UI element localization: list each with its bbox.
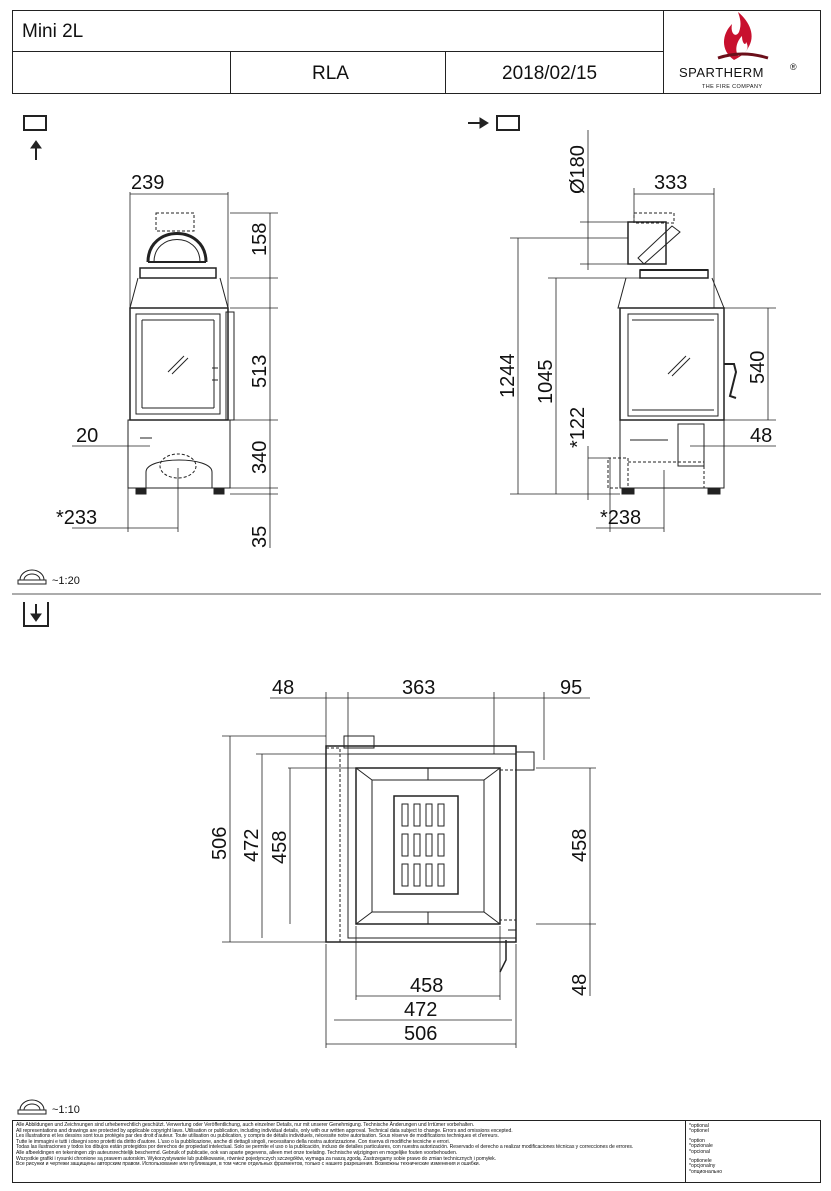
dim-side-door-top-height: 1045 xyxy=(535,360,557,405)
dim-plan-bottom-506: 506 xyxy=(404,1023,437,1045)
dim-side-inlet-height: *122 xyxy=(567,407,589,448)
legal-line: All representations and drawings are pro… xyxy=(16,1127,513,1134)
scale-icon-plan xyxy=(17,1099,47,1115)
side-view: Ø180 333 1244 1045 540 *122 48 *238 xyxy=(497,130,776,532)
optional-label: *option xyxy=(689,1137,705,1144)
optional-label: *optionel xyxy=(689,1128,709,1135)
brand-name: SPARTHERM xyxy=(679,65,764,80)
optional-label: *opzionale xyxy=(689,1143,713,1150)
variant-code: RLA xyxy=(312,63,349,84)
scale-icon xyxy=(17,569,47,585)
dim-plan-top-left: 48 xyxy=(272,677,294,699)
dim-front-bottom-offset: *233 xyxy=(56,507,97,529)
dim-plan-top-right: 95 xyxy=(560,677,582,699)
dim-side-total-height: 1244 xyxy=(497,354,519,399)
dim-plan-depth-458: 458 xyxy=(269,831,291,864)
scale-elevation: ~1:20 xyxy=(52,575,80,587)
optional-label: *optionele xyxy=(689,1158,712,1165)
dim-plan-right-48: 48 xyxy=(569,974,591,996)
dim-side-offset: 48 xyxy=(750,425,772,447)
optional-label: *опционально xyxy=(689,1168,723,1175)
flame-logo-icon xyxy=(717,12,769,60)
dim-front-base-height: 340 xyxy=(249,441,271,474)
legal-line: Todas las ilustraciones y todos los dibu… xyxy=(16,1144,634,1151)
drawing-date: 2018/02/15 xyxy=(502,63,598,84)
legal-line: Все рисунки и чертежи защищены авторским… xyxy=(16,1161,480,1168)
dim-front-flue-height: 158 xyxy=(249,223,271,256)
dim-plan-bottom-458: 458 xyxy=(410,975,443,997)
dim-front-foot-height: 35 xyxy=(249,526,271,548)
registered-mark: ® xyxy=(790,62,797,72)
dim-side-door-height: 540 xyxy=(747,351,769,384)
front-view: 239 158 513 20 340 *233 35 xyxy=(56,172,278,548)
dim-front-width: 239 xyxy=(131,172,164,194)
dim-plan-top-middle: 363 xyxy=(402,677,435,699)
dim-side-flue-diameter: Ø180 xyxy=(567,145,589,194)
optional-label: *optional xyxy=(689,1123,709,1129)
optional-label: *opcjonalny xyxy=(689,1163,716,1170)
title-block: Mini 2L RLA 2018/02/15 SPARTHERM ® THE F… xyxy=(12,10,821,94)
optional-label: *opcional xyxy=(689,1148,710,1155)
legal-line: Tutte le immagini e tutti i disegni sono… xyxy=(16,1138,450,1145)
dim-side-bottom-offset: *238 xyxy=(600,507,641,529)
dim-plan-depth-472: 472 xyxy=(241,829,263,862)
plan-view: 48 363 95 506 472 458 458 48 458 472 506 xyxy=(209,677,596,1048)
dim-plan-right-458: 458 xyxy=(569,829,591,862)
legal-text: Alle Abbildungen und Zeichnungen sind ur… xyxy=(16,1122,671,1168)
brand-tagline: THE FIRE COMPANY xyxy=(702,84,763,90)
legal-line: Les illustrations et les dessins sont to… xyxy=(16,1133,499,1140)
optional-legend: *optional *optionel *option *opzionale *… xyxy=(685,1121,820,1182)
side-view-icon xyxy=(468,115,520,131)
model-name: Mini 2L xyxy=(22,21,84,42)
legal-line: Wszystkie grafiki i rysunki chronione są… xyxy=(16,1155,497,1162)
dim-plan-bottom-472: 472 xyxy=(404,999,437,1021)
dim-front-side-offset: 20 xyxy=(76,425,98,447)
scale-plan: ~1:10 xyxy=(52,1104,80,1116)
legal-line: Alle afbeeldingen en tekeningen zijn aut… xyxy=(16,1149,458,1156)
dim-front-door-height: 513 xyxy=(249,355,271,388)
dim-plan-depth-506: 506 xyxy=(209,827,231,860)
dim-side-depth: 333 xyxy=(654,172,687,194)
front-view-icon xyxy=(23,115,47,160)
logo-cell xyxy=(663,10,821,94)
plan-view-icon xyxy=(23,602,49,627)
legal-line: Alle Abbildungen und Zeichnungen sind ur… xyxy=(16,1122,475,1128)
legal-footer: Alle Abbildungen und Zeichnungen sind ur… xyxy=(12,1120,821,1183)
